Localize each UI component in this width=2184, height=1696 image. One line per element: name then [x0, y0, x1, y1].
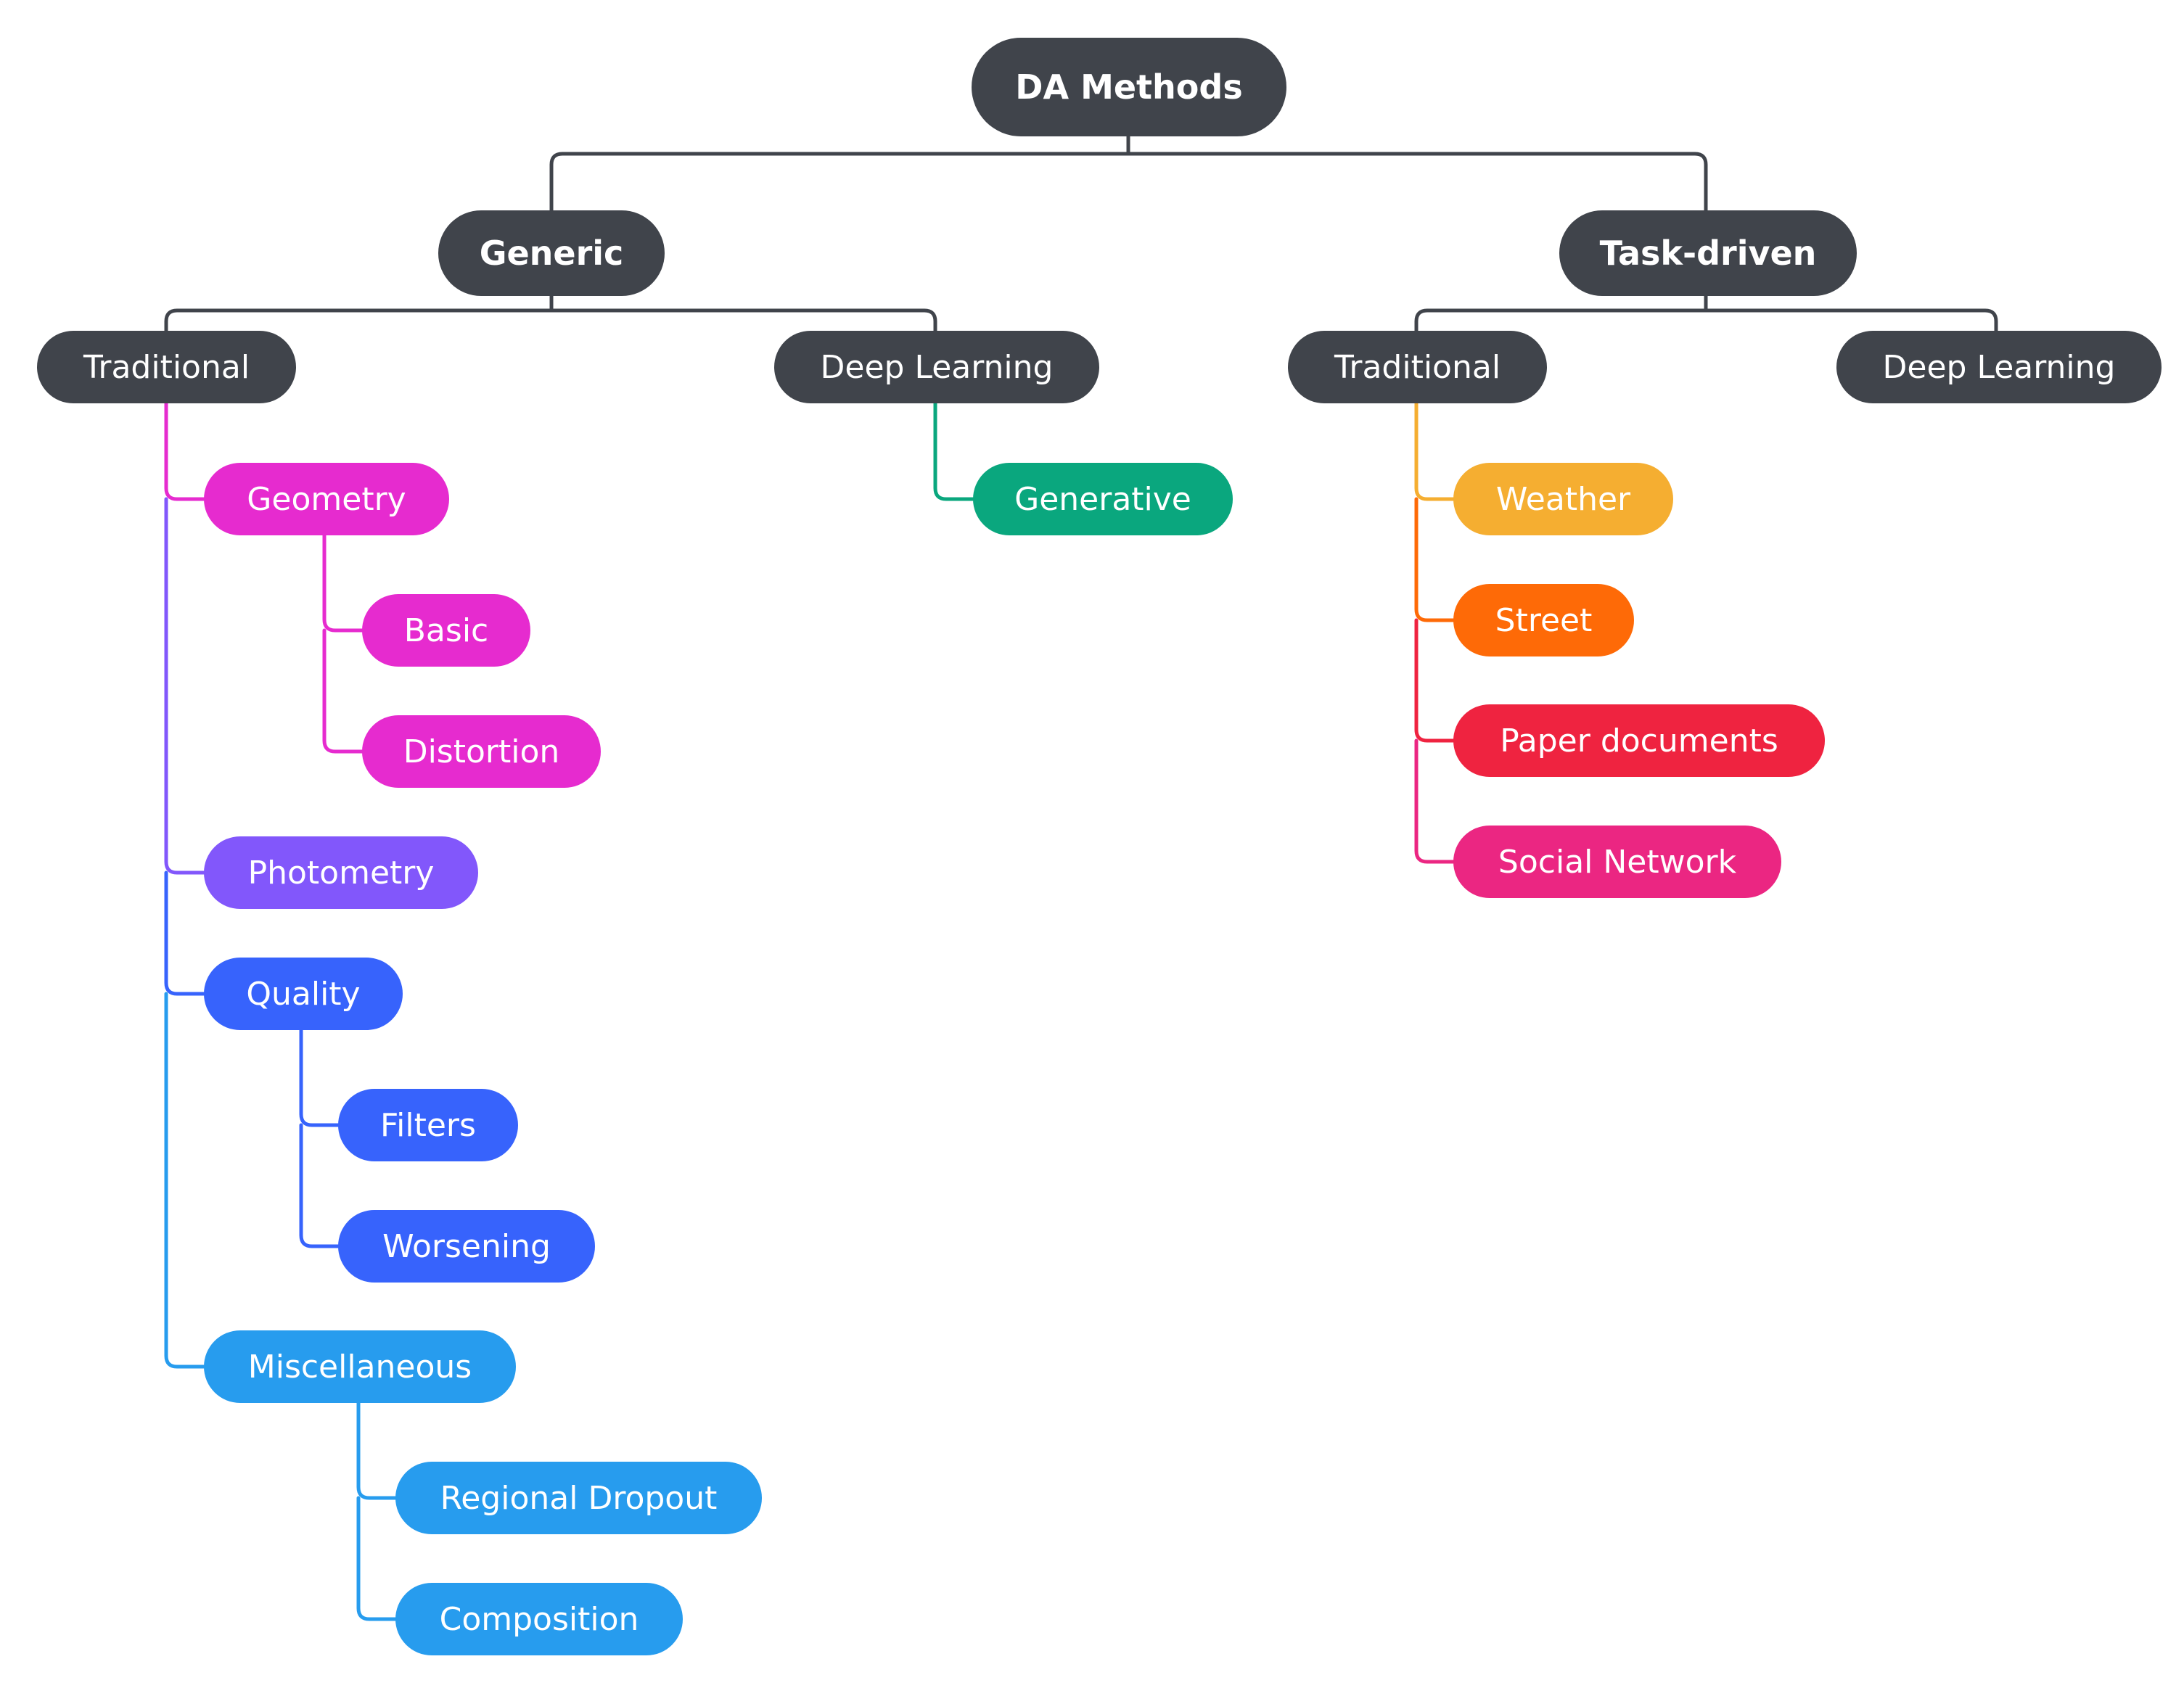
connector-task-social: [1414, 738, 1456, 864]
node-label: Task-driven: [1599, 234, 1817, 273]
connector-traditional-geometry: [164, 401, 206, 501]
node-label: Distortion: [403, 733, 560, 770]
connector-misc-regional-dropout: [356, 1401, 398, 1500]
node-composition[interactable]: Composition: [395, 1583, 683, 1655]
node-paper-documents[interactable]: Paper documents: [1453, 704, 1825, 777]
node-photometry[interactable]: Photometry: [204, 836, 478, 909]
connector-traditional-photometry: [164, 497, 206, 875]
node-label: Traditional: [1334, 348, 1501, 386]
node-label: Traditional: [83, 348, 250, 386]
connector-task-paper: [1414, 618, 1456, 743]
node-regional-dropout[interactable]: Regional Dropout: [395, 1462, 762, 1534]
node-basic[interactable]: Basic: [362, 594, 530, 667]
node-distortion[interactable]: Distortion: [362, 715, 601, 788]
connector-generic-traditional: [164, 294, 554, 333]
node-label: Paper documents: [1500, 722, 1778, 760]
connector-geometry-basic: [322, 533, 364, 633]
node-da-methods[interactable]: DA Methods: [972, 38, 1286, 136]
node-geometry[interactable]: Geometry: [204, 463, 449, 535]
connector-root-task-driven: [1126, 152, 1708, 213]
node-label: Worsening: [382, 1227, 551, 1265]
node-weather[interactable]: Weather: [1453, 463, 1673, 535]
connector-task-weather: [1414, 401, 1456, 501]
connector-traditional-miscellaneous: [164, 992, 206, 1369]
node-generative[interactable]: Generative: [973, 463, 1233, 535]
node-street[interactable]: Street: [1453, 584, 1634, 656]
node-task-driven[interactable]: Task-driven: [1559, 210, 1857, 296]
connector-misc-composition: [356, 1496, 398, 1621]
connector-deep-learning-generative: [933, 401, 975, 501]
connector-task-traditional: [1414, 294, 1708, 333]
node-label: Miscellaneous: [247, 1348, 472, 1386]
connector-quality-filters: [299, 1028, 340, 1127]
node-label: Quality: [246, 975, 361, 1013]
node-miscellaneous[interactable]: Miscellaneous: [204, 1330, 516, 1403]
node-generic-deep-learning[interactable]: Deep Learning: [774, 331, 1099, 403]
node-label: DA Methods: [1015, 67, 1243, 107]
connector-geometry-distortion: [322, 628, 364, 754]
node-social-network[interactable]: Social Network: [1453, 826, 1781, 898]
node-label: Social Network: [1498, 843, 1737, 881]
node-generic[interactable]: Generic: [438, 210, 665, 296]
node-label: Photometry: [247, 854, 435, 892]
node-worsening[interactable]: Worsening: [338, 1210, 595, 1283]
node-label: Basic: [403, 612, 489, 649]
node-label: Street: [1495, 601, 1593, 639]
node-label: Weather: [1495, 480, 1631, 518]
node-quality[interactable]: Quality: [204, 958, 403, 1030]
node-label: Generative: [1014, 480, 1191, 518]
node-task-deep-learning[interactable]: Deep Learning: [1836, 331, 2162, 403]
node-label: Filters: [380, 1106, 476, 1144]
connector-traditional-quality: [164, 870, 206, 996]
node-label: Regional Dropout: [440, 1479, 718, 1517]
node-label: Generic: [479, 234, 624, 273]
node-task-traditional[interactable]: Traditional: [1288, 331, 1547, 403]
connector-quality-worsening: [299, 1123, 340, 1248]
node-label: Geometry: [247, 480, 406, 518]
connector-generic-deep-learning: [549, 308, 937, 333]
node-filters[interactable]: Filters: [338, 1089, 518, 1161]
connector-task-deep-learning: [1704, 308, 1998, 333]
connector-root-generic: [549, 134, 1130, 213]
node-generic-traditional[interactable]: Traditional: [37, 331, 296, 403]
node-label: Composition: [439, 1600, 639, 1638]
connector-task-street: [1414, 497, 1456, 622]
node-label: Deep Learning: [820, 348, 1054, 386]
node-label: Deep Learning: [1882, 348, 2116, 386]
